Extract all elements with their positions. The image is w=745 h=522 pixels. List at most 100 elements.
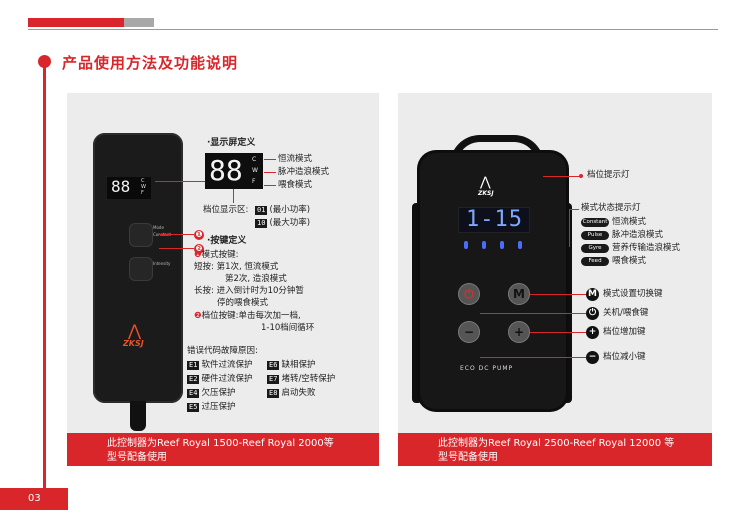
display-pointer-line <box>155 181 205 182</box>
left-product-panel: 88 C W F Mode Constant Intensity ⋀ ZKSJ … <box>67 93 379 433</box>
pump-controller-device: ⋀ ZKSJ 1-15 ⏻ M − + ECO DC PUMP <box>420 153 566 409</box>
pill-gyre-text: 营养传输造浪模式 <box>612 243 681 253</box>
small-controller-device: 88 C W F Mode Constant Intensity ⋀ ZKSJ <box>93 133 183 403</box>
device-display-digits: 88 <box>111 177 131 196</box>
level-min: 01(最小功率) <box>255 205 311 215</box>
header-accent-bar <box>28 18 124 27</box>
minus-button[interactable]: − <box>458 321 480 343</box>
pill-pulse: Pulse <box>581 231 609 240</box>
mode-led-feed <box>518 241 522 249</box>
level-led-marker <box>579 174 583 178</box>
power-cable <box>130 401 146 431</box>
level-key-pointer-line <box>159 248 194 249</box>
mode-button[interactable]: M <box>508 283 530 305</box>
mode-led-gyre <box>500 241 504 249</box>
right-clip <box>562 203 572 403</box>
brand-logo: ZKSJ <box>123 339 144 348</box>
mode-key-label: 模式设置切换键 <box>603 289 663 299</box>
mode-line-1 <box>264 159 276 160</box>
callout-2: ❷ <box>194 244 204 254</box>
display-letter-f: F <box>252 178 256 185</box>
mode-line-3 <box>264 185 276 186</box>
level-max: 10(最大功率) <box>255 218 311 228</box>
left-caption-line-2: 型号配备使用 <box>107 452 167 463</box>
header-gray-bar <box>124 18 154 27</box>
display-letter-c: C <box>252 156 257 163</box>
mode-led-constant <box>464 241 468 249</box>
pill-constant: Constant <box>581 218 609 227</box>
pill-pulse-text: 脉冲造浪模式 <box>612 230 664 240</box>
short-press-1: 短按: 第1次, 恒流模式 <box>194 262 279 272</box>
mode-key[interactable] <box>129 223 153 247</box>
side-rule <box>43 60 46 490</box>
level-area-line <box>233 189 234 203</box>
pill-feed-text: 喂食模式 <box>612 256 647 266</box>
brand-logo: ZKSJ <box>478 190 494 197</box>
right-product-panel: ⋀ ZKSJ 1-15 ⏻ M − + ECO DC PUMP 档位提示灯 模式… <box>398 93 712 433</box>
header-divider <box>28 29 718 30</box>
level-key-desc: ❷档位按键:单击每次加一档, <box>194 311 301 321</box>
mode-key-pointer-line <box>159 234 194 235</box>
right-caption: 此控制器为Reef Royal 2500-Reef Royal 12000 等 … <box>398 433 712 466</box>
mode-pulse: 脉冲造浪模式 <box>278 167 330 177</box>
callout-1: ❶ <box>194 230 204 240</box>
mode-led-line <box>569 209 570 247</box>
minus-icon: − <box>586 351 599 364</box>
power-key-line <box>480 313 586 314</box>
device-display-letters: C W F <box>141 178 146 196</box>
page-number: 03 <box>0 488 68 510</box>
power-button[interactable]: ⏻ <box>458 283 480 305</box>
mode-key-desc: ❶模式按键: <box>194 250 239 260</box>
device-display: 88 C W F <box>107 177 151 199</box>
pump-lcd: 1-15 <box>458 207 530 233</box>
key-def-title: ·按键定义 <box>207 236 247 246</box>
mode-key-line <box>530 294 586 295</box>
plus-key-label: 档位增加键 <box>603 327 646 337</box>
intensity-label: Intensity <box>153 261 171 266</box>
logo-icon: ⋀ <box>480 175 491 190</box>
section-bullet <box>38 55 51 68</box>
m-icon: M <box>586 288 599 301</box>
power-key-label: 关机/喂食键 <box>603 308 649 318</box>
level-area-label: 档位显示区: <box>203 205 249 215</box>
mode-feed: 喂食模式 <box>278 180 313 190</box>
logo-icon: ⋀ <box>128 321 142 340</box>
mode-constant: 恒流模式 <box>278 154 313 164</box>
plus-key-line <box>530 332 586 333</box>
pill-gyre: Gyre <box>581 244 609 253</box>
minus-key-label: 档位减小键 <box>603 352 646 362</box>
mode-key-label: Mode <box>153 225 164 230</box>
display-diagram: 88 C W F <box>205 153 263 189</box>
pill-feed: Feed <box>581 257 609 266</box>
mode-led-pulse <box>482 241 486 249</box>
display-diagram-digits: 88 <box>209 154 243 187</box>
level-led-line <box>543 176 581 177</box>
pill-constant-text: 恒流模式 <box>612 217 647 227</box>
plus-button[interactable]: + <box>508 321 530 343</box>
plus-icon: + <box>586 326 599 339</box>
mode-led-line-h <box>569 209 579 210</box>
pump-label: ECO DC PUMP <box>460 365 514 372</box>
minus-key-line <box>480 357 586 358</box>
right-caption-line-1: 此控制器为Reef Royal 2500-Reef Royal 12000 等 <box>438 438 675 449</box>
level-key-desc-2: 1-10档间循环 <box>261 323 315 333</box>
display-def-title: ·显示屏定义 <box>207 138 256 148</box>
error-title: 错误代码故障原因: <box>187 346 258 356</box>
long-press-1: 长按: 进入倒计时为10分钟暂 <box>194 286 304 296</box>
left-caption: 此控制器为Reef Royal 1500-Reef Royal 2000等 型号… <box>67 433 379 466</box>
level-key[interactable] <box>129 257 153 281</box>
left-clip <box>412 203 422 403</box>
mode-line-2 <box>264 172 276 173</box>
pump-lcd-value: 1-15 <box>466 207 523 232</box>
section-title: 产品使用方法及功能说明 <box>62 54 239 72</box>
left-caption-line-1: 此控制器为Reef Royal 1500-Reef Royal 2000等 <box>107 438 334 449</box>
short-press-2: 第2次, 造浪模式 <box>225 274 287 284</box>
long-press-2: 停的喂食模式 <box>217 298 269 308</box>
